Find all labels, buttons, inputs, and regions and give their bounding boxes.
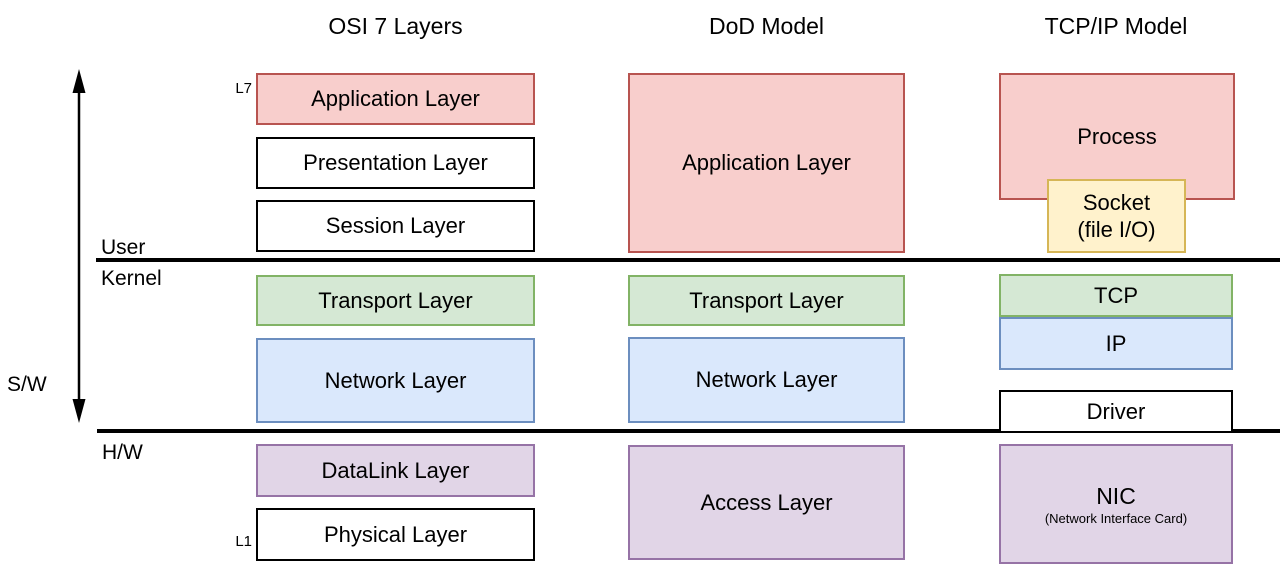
socket-label: Socket <box>1082 189 1151 215</box>
box-label: Application Layer <box>311 86 480 112</box>
tcpip-column-title: TCP/IP Model <box>1044 13 1188 39</box>
osi-box-network-layer: Network Layer <box>256 338 535 423</box>
sw-hw-divider-line <box>97 429 1280 433</box>
box-label: Presentation Layer <box>303 150 488 176</box>
osi-box-presentation-layer: Presentation Layer <box>256 137 535 189</box>
hw-label: H/W <box>102 441 143 464</box>
box-label: Access Layer <box>700 489 833 515</box>
osi-box-session-layer: Session Layer <box>256 200 535 252</box>
dod-box-network-layer: Network Layer <box>628 337 905 423</box>
box-label: Network Layer <box>695 367 838 393</box>
dod-box-transport-layer: Transport Layer <box>628 275 905 326</box>
software-extent-arrow-icon <box>72 69 86 423</box>
tcpip-box-ip: IP <box>999 317 1233 370</box>
osi-box-transport-layer: Transport Layer <box>256 275 535 326</box>
l7-label: L7 <box>235 80 252 97</box>
box-label: Physical Layer <box>323 521 468 547</box>
dod-box-application-layer: Application Layer <box>628 73 905 253</box>
kernel-label: Kernel <box>101 267 162 290</box>
socket-sublabel: (file I/O) <box>1077 217 1156 242</box>
nic-label: NIC <box>1096 482 1136 509</box>
nic-sublabel: (Network Interface Card) <box>1044 510 1188 526</box>
dod-column-title: DoD Model <box>708 13 825 39</box>
tcpip-box-socket: Socket (file I/O) <box>1047 179 1186 253</box>
sw-label: S/W <box>7 373 47 396</box>
osi-box-datalink-layer: DataLink Layer <box>256 444 535 497</box>
box-label: Transport Layer <box>689 287 844 313</box>
box-label: Driver <box>1086 398 1146 424</box>
osi-box-physical-layer: Physical Layer <box>256 508 535 561</box>
box-label: IP <box>1105 330 1127 356</box>
osi-column-title: OSI 7 Layers <box>328 13 463 39</box>
box-label: Transport Layer <box>318 287 473 313</box>
box-label: DataLink Layer <box>321 457 470 483</box>
dod-box-access-layer: Access Layer <box>628 445 905 560</box>
tcpip-box-driver: Driver <box>999 390 1233 433</box>
box-label: TCP <box>1094 282 1138 308</box>
tcpip-box-nic: NIC (Network Interface Card) <box>999 444 1233 564</box>
box-label: Application Layer <box>682 150 851 176</box>
user-kernel-divider-line <box>96 258 1280 262</box>
tcpip-box-tcp: TCP <box>999 274 1233 317</box>
box-label: Network Layer <box>324 367 467 393</box>
box-label: Process <box>1077 123 1157 149</box>
user-label: User <box>101 236 146 259</box>
box-label: Session Layer <box>325 213 466 239</box>
osi-box-application-layer: Application Layer <box>256 73 535 125</box>
l1-label: L1 <box>235 533 252 550</box>
